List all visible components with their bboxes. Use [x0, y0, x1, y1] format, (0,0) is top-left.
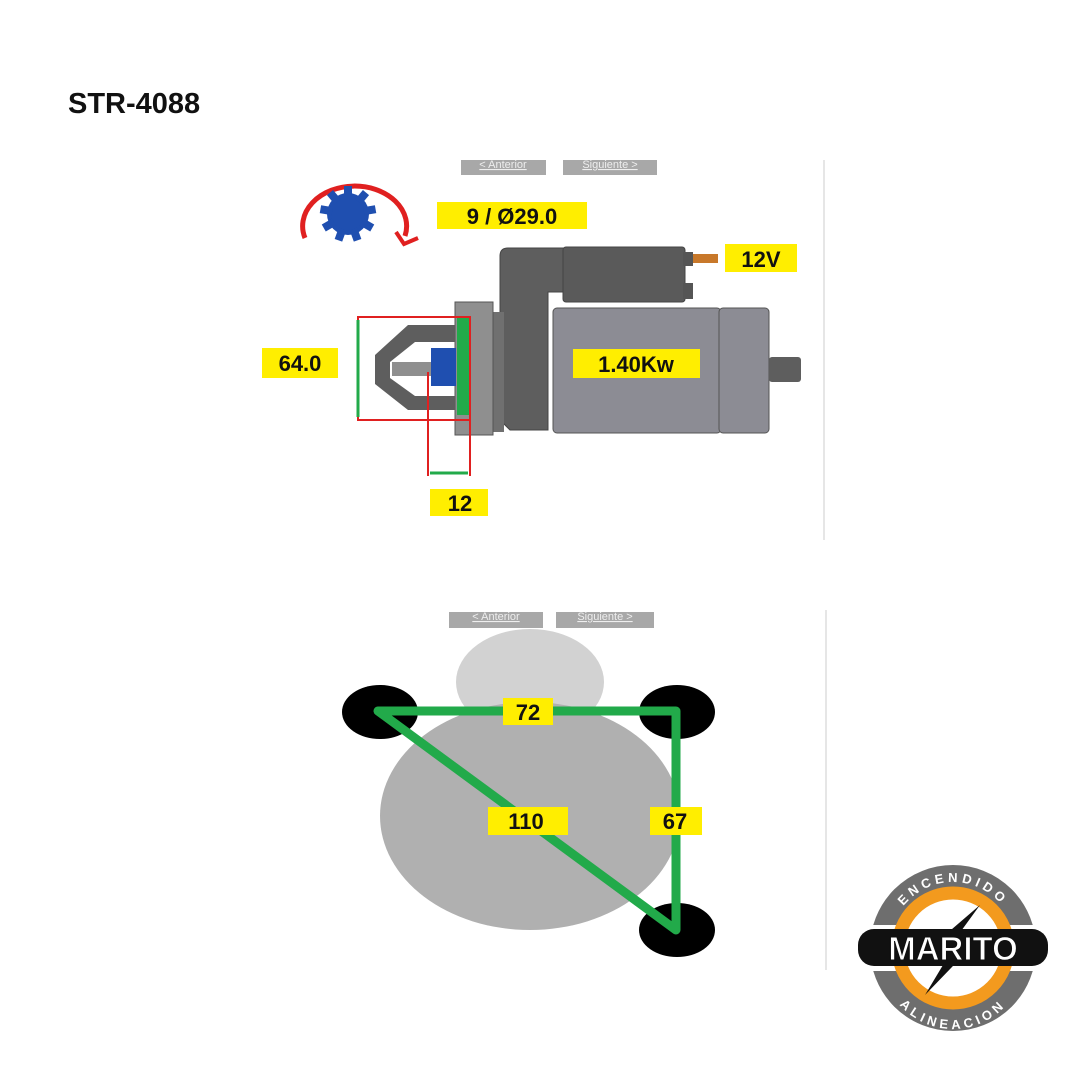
voltage-label: 12V: [741, 247, 780, 272]
mounting-diagram: < Anterior Siguiente > 72 110 67: [342, 610, 827, 970]
pinion-offset-label: 12: [448, 491, 472, 516]
svg-text:MARITO: MARITO: [888, 930, 1018, 967]
gear-icon: [319, 186, 377, 242]
pinion-icon: [431, 348, 456, 386]
next-button[interactable]: Siguiente >: [563, 159, 657, 175]
next-button-label: Siguiente >: [577, 611, 632, 623]
prev-button[interactable]: < Anterior: [449, 611, 543, 628]
next-button[interactable]: Siguiente >: [556, 611, 654, 628]
flange-diameter-label: 64.0: [279, 351, 322, 376]
dimension-lines: [356, 316, 471, 476]
diagonal-distance-label: 110: [508, 809, 544, 834]
starter-diagram: < Anterior Siguiente > 9 / Ø29.0: [262, 159, 825, 540]
power-label: 1.40Kw: [598, 352, 675, 377]
teeth-label-bg: [437, 202, 587, 229]
marito-logo: ENCENDIDO ALINEACION MARITO: [850, 865, 1056, 1032]
starter-motor-icon: [375, 246, 801, 436]
side-distance-label: 67: [663, 809, 687, 834]
arrowhead-icon: [394, 230, 419, 247]
top-distance-label: 72: [516, 700, 540, 725]
terminal-icon: [693, 254, 718, 263]
prev-button-label: < Anterior: [479, 159, 527, 171]
prev-button-label: < Anterior: [472, 611, 520, 623]
prev-button[interactable]: < Anterior: [461, 159, 546, 175]
next-button-label: Siguiente >: [582, 159, 637, 171]
teeth-diameter-label: 9 / Ø29.0: [467, 204, 558, 229]
page-title: STR-4088: [68, 88, 201, 120]
rotation-arrow-icon: [300, 183, 410, 239]
flange-ring: [457, 318, 471, 415]
